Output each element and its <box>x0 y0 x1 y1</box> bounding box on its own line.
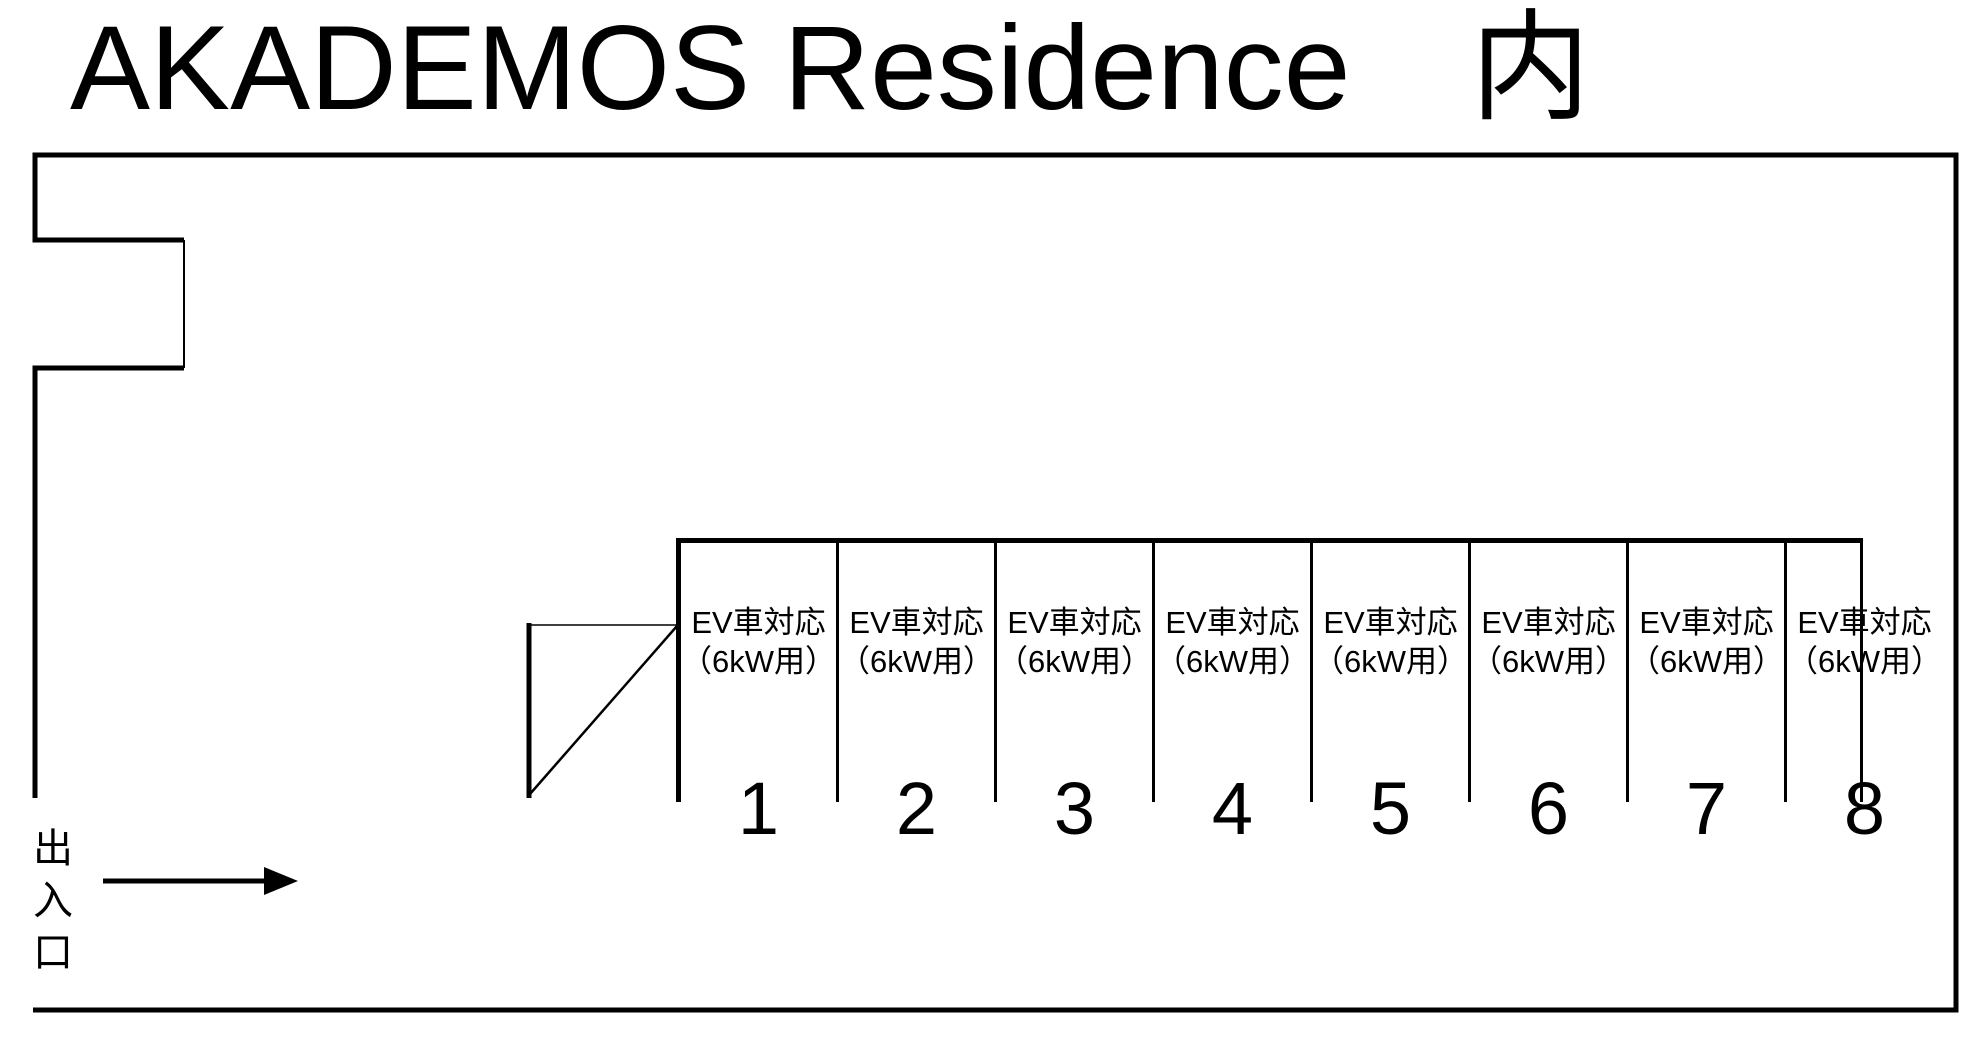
entrance-arrow <box>103 867 298 895</box>
stall-2-label: EV車対応 （6kW用） <box>839 543 994 681</box>
stall-5: EV車対応 （6kW用） 5 <box>1310 543 1468 846</box>
stall-4: EV車対応 （6kW用） 4 <box>1152 543 1310 846</box>
stall-1: EV車対応 （6kW用） 1 <box>676 543 836 846</box>
stall-3-label-line1: EV車対応 <box>1007 605 1142 640</box>
page-title: AKADEMOS Residence 内 <box>70 1 1591 135</box>
stall-1-label-line1: EV車対応 <box>691 605 826 640</box>
stall-7-label-line2: （6kW用） <box>1629 644 1784 679</box>
stall-6-label-line2: （6kW用） <box>1471 644 1626 679</box>
stall-8: EV車対応 （6kW用） 8 <box>1784 543 1942 846</box>
stall-row: EV車対応 （6kW用） 1 EV車対応 （6kW用） 2 EV車対応 （6kW… <box>676 538 1942 846</box>
stall-6: EV車対応 （6kW用） 6 <box>1468 543 1626 846</box>
stall-3-number: 3 <box>1053 767 1096 850</box>
stall-5-label-line1: EV車対応 <box>1323 605 1458 640</box>
stall-7-number: 7 <box>1685 767 1728 850</box>
stall-8-label: EV車対応 （6kW用） <box>1787 543 1942 681</box>
entrance-arrow-head <box>264 867 298 895</box>
stall-4-label-line1: EV車対応 <box>1165 605 1300 640</box>
stall-2: EV車対応 （6kW用） 2 <box>836 543 994 846</box>
stall-1-label-line2: （6kW用） <box>681 644 836 679</box>
stall-2-number: 2 <box>895 767 938 850</box>
stall-8-number: 8 <box>1843 767 1886 850</box>
stall-3-label: EV車対応 （6kW用） <box>997 543 1152 681</box>
no-parking-area-diagonal <box>529 625 678 795</box>
stall-4-label-line2: （6kW用） <box>1155 644 1310 679</box>
stall-5-label-line2: （6kW用） <box>1313 644 1468 679</box>
stall-4-number: 4 <box>1211 767 1254 850</box>
stall-7-label: EV車対応 （6kW用） <box>1629 543 1784 681</box>
stall-3-label-line2: （6kW用） <box>997 644 1152 679</box>
stall-3: EV車対応 （6kW用） 3 <box>994 543 1152 846</box>
site-boundary <box>32 152 1959 1013</box>
stall-7-label-line1: EV車対応 <box>1639 605 1774 640</box>
stall-7: EV車対応 （6kW用） 7 <box>1626 543 1784 846</box>
stall-2-label-line2: （6kW用） <box>839 644 994 679</box>
stall-1-number: 1 <box>737 767 780 850</box>
stall-5-label: EV車対応 （6kW用） <box>1313 543 1468 681</box>
stall-6-label-line1: EV車対応 <box>1481 605 1616 640</box>
stall-6-number: 6 <box>1527 767 1570 850</box>
stall-4-label: EV車対応 （6kW用） <box>1155 543 1310 681</box>
stall-6-label: EV車対応 （6kW用） <box>1471 543 1626 681</box>
stall-1-label: EV車対応 （6kW用） <box>681 543 836 681</box>
stall-8-label-line1: EV車対応 <box>1797 605 1932 640</box>
stall-5-number: 5 <box>1369 767 1412 850</box>
entrance-label: 出入口 <box>27 827 71 983</box>
stall-2-label-line1: EV車対応 <box>849 605 984 640</box>
stall-8-label-line2: （6kW用） <box>1787 644 1942 679</box>
